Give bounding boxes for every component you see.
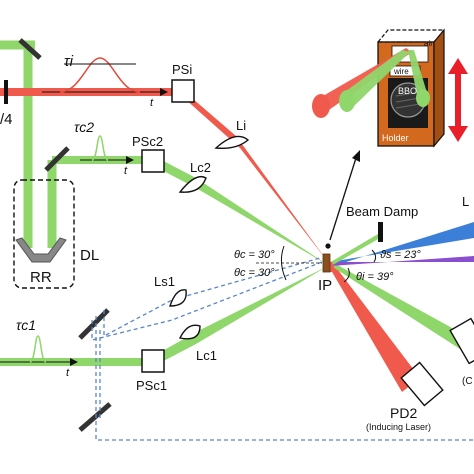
- ps-c1-box: [141, 349, 165, 373]
- mirror-c1: [78, 308, 110, 340]
- ps-i-box: [171, 79, 195, 103]
- green-beam-to-beam-damp: [329, 234, 380, 266]
- red-beam-to-ip: [178, 86, 328, 262]
- holder-move-arrow-down: [448, 126, 468, 142]
- theta-s-arc: [371, 249, 377, 263]
- right-detector: [449, 317, 474, 365]
- holder-bbo-label: BBO: [398, 86, 417, 96]
- ps-c2-label: PSc2: [132, 134, 163, 149]
- theta-c-arc: [280, 245, 287, 281]
- holder-top-face: [376, 29, 446, 43]
- mirror-c2: [44, 146, 70, 172]
- holder-beam-green-b: [408, 50, 428, 100]
- l-c2-label: Lc2: [190, 160, 211, 175]
- right-edge-label: (C: [462, 376, 473, 387]
- holder-beam-green-b-end: [416, 89, 430, 107]
- lens-s1: [169, 289, 187, 307]
- pulse-i-arrowhead: [160, 88, 168, 96]
- l-i-label: Li: [236, 118, 246, 133]
- ip-label: IP: [318, 277, 332, 294]
- dashed-guide-lines: [91, 257, 474, 441]
- lens-i: [214, 135, 250, 150]
- lambda-quarter-label: /4: [0, 111, 13, 128]
- mirror-bottom: [78, 402, 112, 432]
- holder-inset: [312, 28, 468, 148]
- interaction-point-dot: [325, 243, 331, 249]
- holder-label: Holder: [382, 133, 409, 143]
- purple-beam-outgoing: [330, 256, 474, 266]
- delay-line-label: DL: [80, 247, 99, 264]
- l-c1-label: Lc1: [196, 348, 217, 363]
- holder-air-label: air: [424, 39, 433, 48]
- holder-beam-green-a: [342, 50, 410, 108]
- retroreflector-rr: [15, 237, 67, 263]
- ps-i-label: PSi: [172, 62, 192, 77]
- pulse-i-t-label: t: [150, 97, 154, 109]
- green-beam-outgoing-lower: [328, 262, 474, 358]
- theta-i-arc: [343, 267, 350, 283]
- theta-c-top-label: θc = 30°: [234, 249, 275, 261]
- retroreflector-label: RR: [30, 269, 52, 286]
- red-beam-to-pd2: [328, 262, 420, 392]
- holder-bbo-hatch: [395, 91, 421, 109]
- theta-s-label: ϑs = 23°: [380, 249, 421, 261]
- pulse-i-shape: [59, 57, 141, 93]
- interaction-point-pointer: [329, 157, 357, 241]
- holder-beam-red-end: [312, 94, 330, 118]
- dashed-path-second: [91, 261, 323, 341]
- pulse-c1-shape: [29, 335, 47, 363]
- beam-damp-block: [378, 222, 383, 242]
- pd2-detector: [400, 361, 444, 407]
- green-beam-c1-to-ip: [152, 266, 328, 367]
- pd2-note-label: (Inducing Laser): [366, 422, 431, 432]
- ps-c2-box: [141, 149, 165, 173]
- ps-c1-label: PSc1: [136, 378, 167, 393]
- holder-beam-green-a-end: [339, 90, 355, 112]
- pulse-c1-arrowhead: [70, 358, 78, 366]
- mirror-top-left: [18, 38, 42, 60]
- dashed-path-inner: [103, 257, 321, 338]
- theta-c-bottom-label: θc = 30°: [234, 267, 275, 279]
- pd2-label: PD2: [390, 405, 417, 421]
- pulse-c1-t-label: t: [66, 367, 70, 379]
- lens-c2: [178, 175, 207, 193]
- lens-c1: [178, 324, 201, 340]
- holder-wire-label: wire: [393, 67, 409, 76]
- beam-damp-label: Beam Damp: [346, 204, 418, 219]
- theta-i-label: θi = 39°: [356, 271, 394, 283]
- tau-c2-label: τc2: [74, 119, 94, 135]
- pulse-c2-arrowhead: [126, 156, 134, 164]
- tau-i-label: τi: [64, 53, 74, 70]
- pulse-c2-shape: [91, 135, 109, 161]
- interaction-point-sample: [322, 253, 331, 273]
- pulse-c2-t-label: t: [124, 165, 128, 177]
- interaction-point-pointer-head: [352, 150, 360, 162]
- tau-c1-label: τc1: [16, 317, 36, 333]
- blue-beam-outgoing: [330, 222, 474, 267]
- l-s1-label: Ls1: [154, 274, 175, 289]
- holder-move-arrow-up: [448, 58, 468, 74]
- l-right-label: L: [462, 194, 469, 209]
- holder-side-face: [433, 28, 445, 148]
